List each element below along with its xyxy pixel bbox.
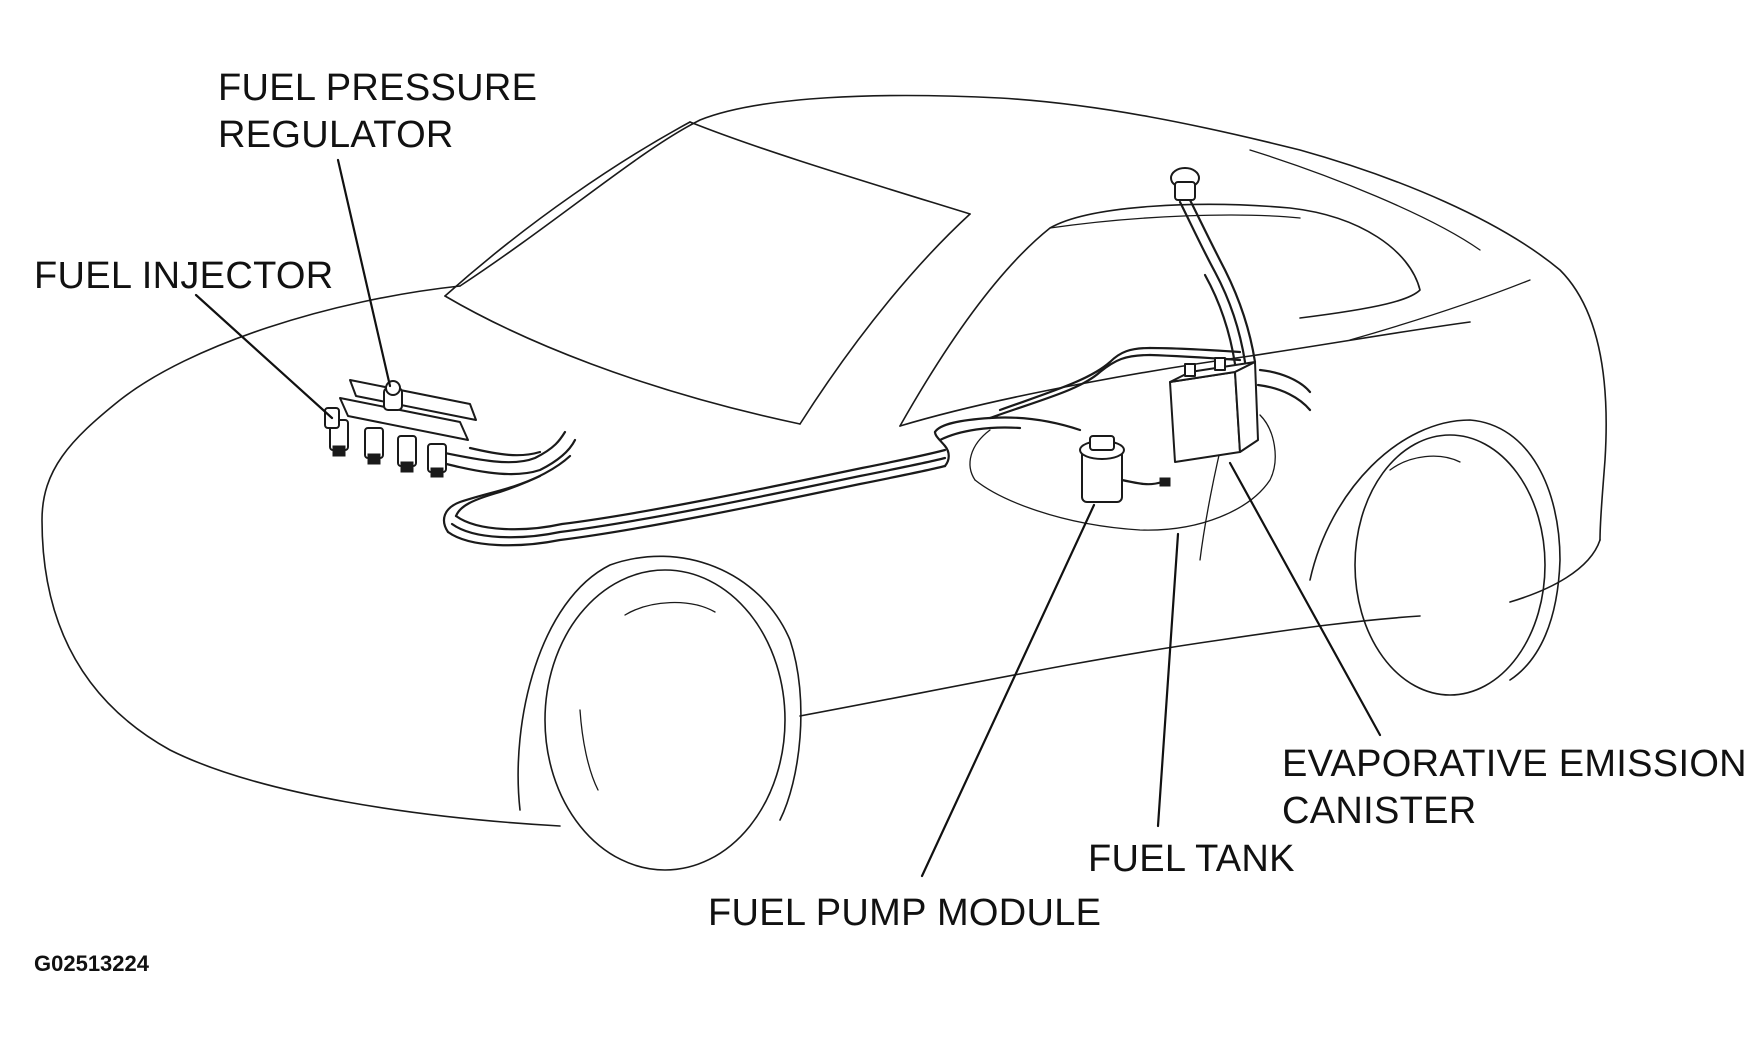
injector-4 (427, 443, 447, 478)
figure-code: G02513224 (34, 951, 150, 976)
label-fuel-tank: FUEL TANK (1088, 838, 1295, 880)
leader-lines (194, 158, 1382, 878)
injector-3 (397, 435, 417, 473)
label-evap-canister-line1: EVAPORATIVE EMISSION (1282, 743, 1747, 785)
rear-wheel (1309, 419, 1561, 696)
car-body-outline (41, 94, 1607, 827)
front-wheel (517, 555, 802, 871)
label-fuel-pressure-regulator-line2: REGULATOR (218, 114, 454, 156)
injector-2 (364, 427, 384, 465)
filler-neck (1170, 167, 1312, 412)
label-fuel-pressure-regulator-line1: FUEL PRESSURE (218, 67, 537, 109)
fuel-lines (428, 346, 1242, 547)
labels: FUEL PRESSURE REGULATOR FUEL INJECTOR EV… (34, 67, 1747, 976)
leader-fuel-pump-module (920, 503, 1096, 878)
leader-fuel-tank (1156, 532, 1180, 828)
label-fuel-pump-module: FUEL PUMP MODULE (708, 892, 1101, 934)
label-fuel-injector: FUEL INJECTOR (34, 255, 334, 297)
leader-fuel-injector (194, 293, 334, 420)
evap-canister-part (1169, 357, 1259, 463)
pressure-regulator-part (383, 380, 403, 411)
fuel-pump-module-part (1079, 435, 1171, 503)
leader-evap-canister (1228, 461, 1382, 737)
fuel-rail-assembly (324, 379, 477, 478)
label-evap-canister-line2: CANISTER (1282, 790, 1477, 832)
fuel-tank-shape (969, 414, 1276, 531)
leader-fuel-pressure-regulator (336, 158, 392, 388)
